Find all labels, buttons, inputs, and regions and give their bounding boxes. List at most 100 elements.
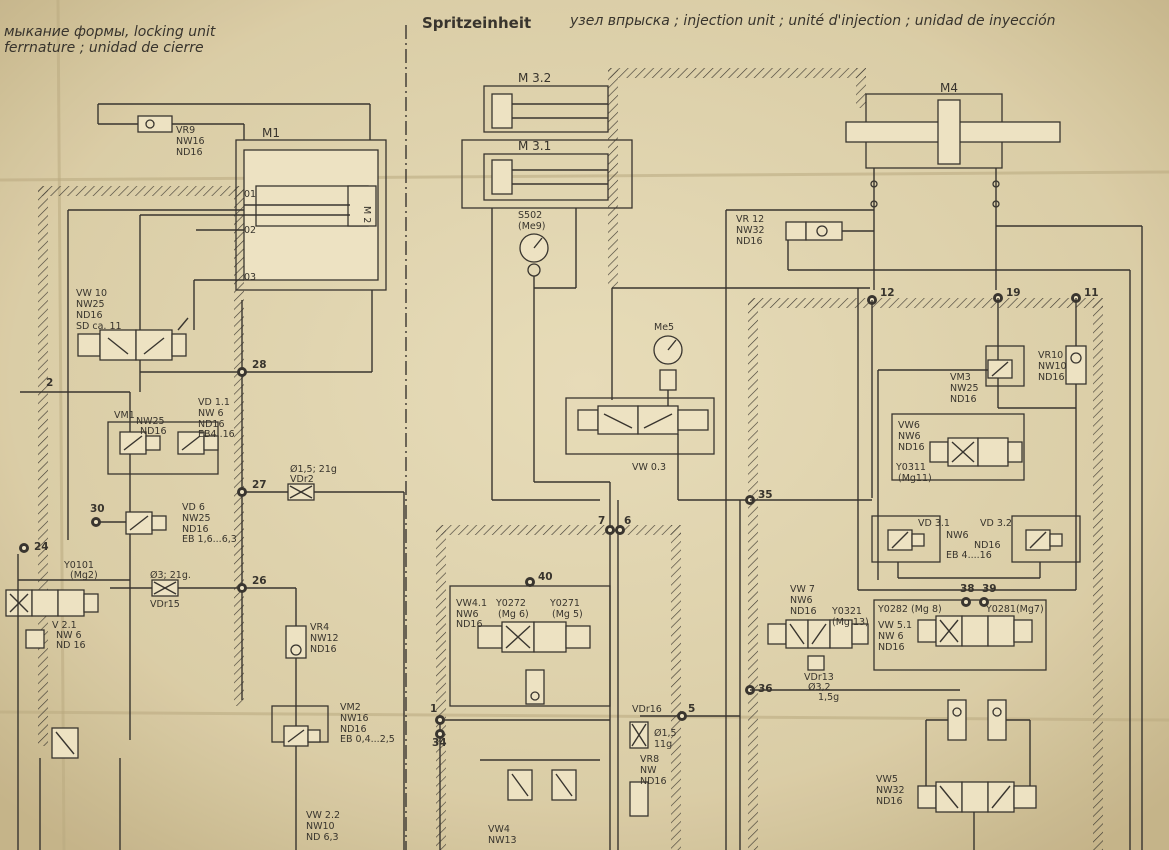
valve-bottom-left xyxy=(39,727,121,850)
label-y0282: Y0282 (Mg 8) xyxy=(877,604,942,615)
label-vdr13-g: 1,5g xyxy=(818,692,839,703)
label-vdr13-name: VDr13 xyxy=(804,672,834,683)
label-vr12-name: VR 12 xyxy=(736,214,764,225)
label-y0311-name: Y0311 xyxy=(895,462,926,473)
label-y0281: Y0281(Mg7) xyxy=(985,604,1044,615)
node-label-12: 12 xyxy=(880,287,895,299)
label-vm2-nw: NW16 xyxy=(340,713,369,724)
cylinder-m31 xyxy=(461,139,633,209)
frame-right xyxy=(748,298,1103,850)
label-y0272-name: Y0272 xyxy=(495,598,526,609)
node-label-6: 6 xyxy=(624,515,631,527)
label-vw22-nd: ND 6,3 xyxy=(306,832,339,843)
label-vm3-nd: ND16 xyxy=(950,394,977,405)
label-m2: M 2 xyxy=(361,206,372,223)
node-label-24: 24 xyxy=(34,541,49,553)
label-vw6-nd: ND16 xyxy=(898,442,925,453)
label-y0101-mg: (Mg2) xyxy=(70,570,98,581)
throttle-vdr16 xyxy=(629,715,740,817)
node-label-35: 35 xyxy=(758,489,773,501)
label-s502-name: S502 xyxy=(518,210,542,221)
label-vr9-name: VR9 xyxy=(176,125,195,136)
label-vw22-name: VW 2.2 xyxy=(306,810,340,821)
label-vw10-nd: ND16 xyxy=(76,310,103,321)
label-vdr13-dia: Ø3,2 xyxy=(808,682,831,693)
label-vr4-nd: ND16 xyxy=(310,644,337,655)
label-vw4-name: VW4 xyxy=(488,824,510,835)
label-vm2-name: VM2 xyxy=(340,702,361,713)
label-y0271-mg: (Mg 5) xyxy=(552,609,583,620)
valve-bottom-center xyxy=(480,759,600,801)
label-vw7-nd: ND16 xyxy=(790,606,817,617)
paper-crease xyxy=(0,710,1169,722)
label-vw6-nw: NW6 xyxy=(898,431,921,442)
label-vd31-nw: NW6 xyxy=(946,530,969,541)
node-7 xyxy=(605,525,615,535)
valve-vw10 xyxy=(77,317,189,361)
label-vd11-nw: NW 6 xyxy=(198,408,224,419)
port-03: 03 xyxy=(244,272,256,283)
label-vd32-nd: ND16 xyxy=(974,540,1001,551)
node-label-7: 7 xyxy=(598,515,605,527)
node-26 xyxy=(237,583,247,593)
label-vm1-nw: NW25 xyxy=(136,416,165,427)
label-vw7-name: VW 7 xyxy=(790,584,815,595)
label-me5: Me5 xyxy=(654,322,674,333)
label-vw7-nw: NW6 xyxy=(790,595,813,606)
valve-vw6 xyxy=(891,413,1025,481)
node-30 xyxy=(91,517,101,527)
port-02: 02 xyxy=(244,225,256,236)
node-34 xyxy=(435,729,445,739)
node-label-34: 34 xyxy=(432,737,447,749)
throttle-vdr15 xyxy=(110,579,242,597)
node-38 xyxy=(961,597,971,607)
node-label-26: 26 xyxy=(252,575,267,587)
paper-crease xyxy=(0,170,1169,182)
label-vw5-nw: NW32 xyxy=(876,785,905,796)
valve-vd11 xyxy=(177,431,219,455)
node-label-19: 19 xyxy=(1006,287,1021,299)
label-vw10-sd: SD ca. 11 xyxy=(76,321,122,332)
label-vd32-name: VD 3.2 xyxy=(980,518,1012,529)
valve-vr10 xyxy=(1065,345,1087,590)
label-vm1-name: VM1 xyxy=(114,410,135,421)
label-m31: M 3.1 xyxy=(518,139,551,153)
label-vr4-nw: NW12 xyxy=(310,633,339,644)
label-vw6-name: VW6 xyxy=(898,420,920,431)
label-s502-me: (Me9) xyxy=(518,221,546,232)
label-vdr16-name: VDr16 xyxy=(632,704,662,715)
valve-vr4 xyxy=(242,587,307,850)
header-right-translations: узел впрыска ; injection unit ; unité d'… xyxy=(569,13,1056,29)
node-label-40: 40 xyxy=(538,571,553,583)
node-label-11: 11 xyxy=(1084,287,1099,299)
node-40 xyxy=(525,577,535,587)
cylinder-m32 xyxy=(483,85,609,133)
valve-vr9 xyxy=(97,103,371,140)
label-vm3-name: VM3 xyxy=(950,372,971,383)
node-label-5: 5 xyxy=(688,703,695,715)
label-vdr16-dia: Ø1,5 xyxy=(654,728,677,739)
node-39 xyxy=(979,597,989,607)
node-label-30: 30 xyxy=(90,503,105,515)
label-vw4-nw: NW13 xyxy=(488,835,517,846)
header-left-line2: ferrnature ; unidad de cierre xyxy=(4,40,204,56)
label-vw10-name: VW 10 xyxy=(76,288,107,299)
label-vw51-nd: ND16 xyxy=(878,642,905,653)
label-vdr15-spec: Ø3; 21g. xyxy=(150,570,191,581)
label-vr10-nd: ND16 xyxy=(1038,372,1065,383)
label-vr8-name: VR8 xyxy=(640,754,659,765)
valve-vm3 xyxy=(877,345,1076,580)
label-vr4-name: VR4 xyxy=(310,622,329,633)
label-vr9-nw: NW16 xyxy=(176,136,205,147)
gauge-s502 xyxy=(519,233,549,290)
label-vd31-eb: EB 4....16 xyxy=(946,550,992,561)
label-vm1-nd: ND16 xyxy=(140,426,167,437)
frame-bottom-center xyxy=(436,525,681,850)
node-27 xyxy=(237,487,247,497)
label-v21-name: V 2.1 xyxy=(52,620,77,631)
valve-vd32 xyxy=(1011,515,1081,563)
label-y0101-name: Y0101 xyxy=(63,560,94,571)
label-vr10-name: VR10 xyxy=(1038,350,1063,361)
